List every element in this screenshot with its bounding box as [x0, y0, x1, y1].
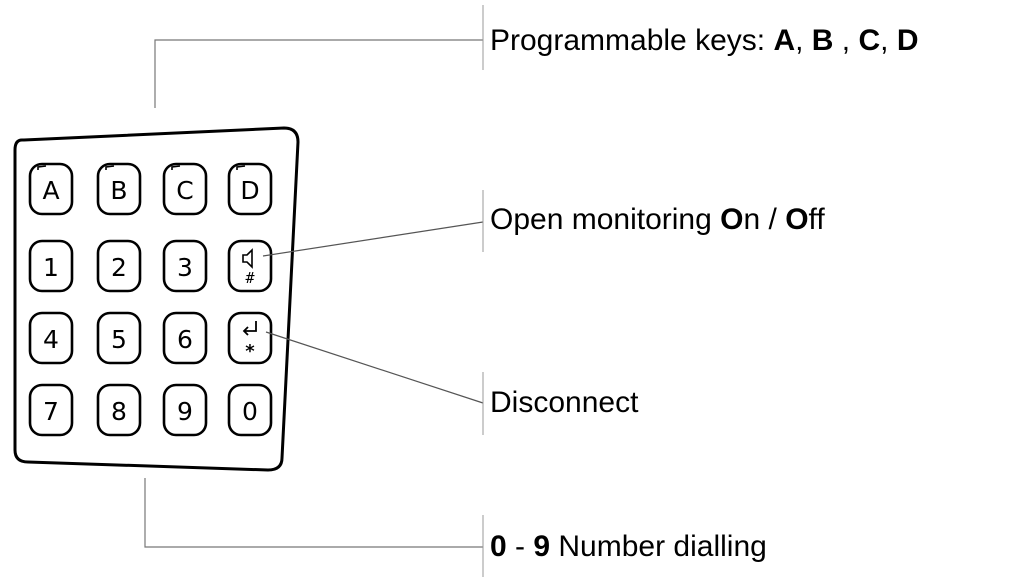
key-outline — [96, 383, 142, 437]
key-outline — [227, 311, 273, 365]
callout-off-rest: ff — [808, 203, 825, 236]
callout-sep: , — [880, 24, 897, 57]
leader-line-numbers — [144, 478, 483, 548]
key-tick — [37, 165, 47, 170]
key-5[interactable]: 5 — [96, 311, 142, 365]
key-b[interactable]: B — [96, 162, 142, 216]
key-label: 3 — [177, 253, 193, 282]
key-0[interactable]: 0 — [227, 383, 273, 437]
key-label: D — [240, 176, 259, 205]
key-outline — [28, 239, 74, 293]
leader-line-monitoring — [262, 221, 484, 257]
return-icon — [242, 321, 257, 336]
callout-programmable-keys: Programmable keys: A, B , C, D — [490, 24, 918, 58]
key-outline — [96, 162, 142, 216]
callout-on-rest: n — [743, 203, 761, 236]
key-4[interactable]: 4 — [28, 311, 74, 365]
speaker-icon — [242, 248, 253, 269]
key-outline — [162, 383, 208, 437]
callout-zero: 0 — [490, 530, 507, 563]
key-label: 4 — [43, 325, 59, 354]
key-1[interactable]: 1 — [28, 239, 74, 293]
key-outline — [162, 311, 208, 365]
key-outline — [227, 383, 273, 437]
callout-disconnect: Disconnect — [490, 386, 638, 420]
key-label: 9 — [177, 397, 193, 426]
callout-programmable-text: Programmable keys: — [490, 24, 774, 57]
callout-disconnect-text: Disconnect — [490, 386, 639, 419]
key-label: A — [42, 176, 59, 205]
callout-number-text: Number dialling — [550, 530, 767, 563]
key-c[interactable]: C — [162, 162, 208, 216]
key-label: 7 — [43, 397, 59, 426]
callout-key-d: D — [896, 24, 919, 57]
key-label: 1 — [43, 253, 59, 282]
key-outline — [28, 162, 74, 216]
key-8[interactable]: 8 — [96, 383, 142, 437]
callout-sep: , — [833, 24, 859, 57]
callout-slash: / — [760, 203, 786, 236]
key-outline — [162, 162, 208, 216]
key-outline — [96, 239, 142, 293]
key-3[interactable]: 3 — [162, 239, 208, 293]
callout-key-a: A — [773, 24, 796, 57]
key-outline — [28, 311, 74, 365]
key-outline — [28, 383, 74, 437]
keys-grid: A B C D 1 2 3 #4 5 6 * 7 8 9 0 — [28, 162, 273, 437]
key-a[interactable]: A — [28, 162, 74, 216]
key-outline — [96, 311, 142, 365]
key-speaker-hash[interactable]: # — [227, 239, 273, 293]
callout-key-c: C — [858, 24, 881, 57]
key-label: 2 — [111, 253, 127, 282]
key-2[interactable]: 2 — [96, 239, 142, 293]
key-6[interactable]: 6 — [162, 311, 208, 365]
callout-monitoring-text: Open monitoring — [490, 203, 721, 236]
keypad-body — [13, 126, 300, 472]
key-label: 8 — [111, 397, 127, 426]
key-outline — [162, 239, 208, 293]
key-d[interactable]: D — [227, 162, 273, 216]
callout-on-initial: O — [720, 203, 744, 236]
key-9[interactable]: 9 — [162, 383, 208, 437]
key-return-star[interactable]: * — [227, 311, 273, 365]
key-label: C — [176, 176, 193, 205]
callout-off-initial: O — [785, 203, 809, 236]
callout-open-monitoring: Open monitoring On / Off — [490, 203, 825, 237]
key-outline — [227, 239, 273, 293]
callout-sep: , — [795, 24, 812, 57]
key-tick — [236, 165, 246, 170]
callout-nine: 9 — [533, 530, 551, 563]
hash-icon: # — [245, 269, 254, 287]
key-tick — [105, 165, 115, 170]
star-icon: * — [245, 341, 255, 362]
key-label: 6 — [177, 325, 193, 354]
key-label: 5 — [111, 325, 127, 354]
callout-number-dialling: 0 - 9 Number dialling — [490, 530, 767, 564]
callout-dash: - — [506, 530, 534, 563]
key-7[interactable]: 7 — [28, 383, 74, 437]
leader-line-disconnect — [265, 331, 484, 404]
key-tick — [171, 165, 181, 170]
leader-line-programmable — [154, 39, 483, 108]
key-outline — [227, 162, 273, 216]
callout-key-b: B — [811, 24, 834, 57]
key-label: 0 — [242, 397, 258, 426]
key-label: B — [110, 176, 127, 205]
